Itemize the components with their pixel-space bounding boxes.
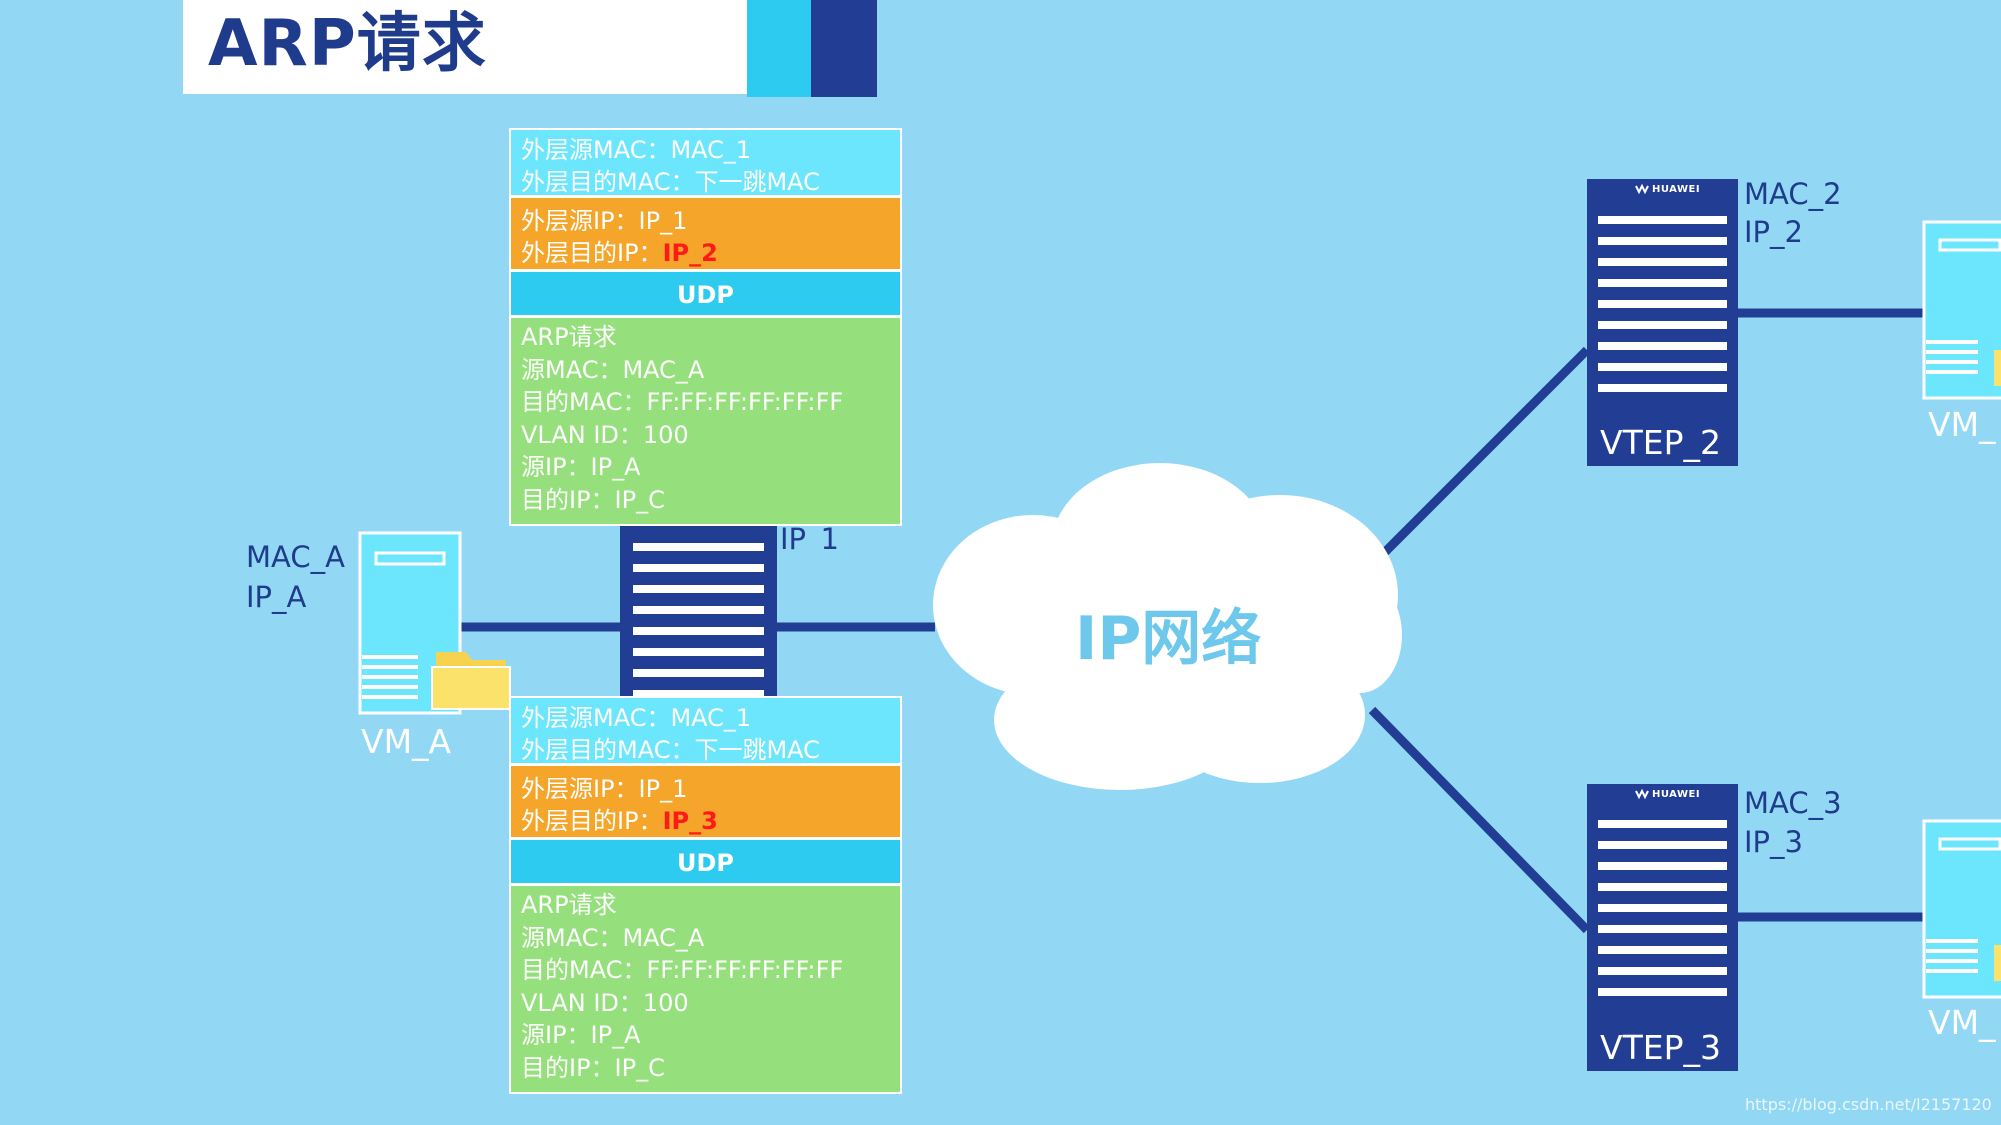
vm-a-mac-label: MAC_A bbox=[246, 540, 345, 574]
vtep-1-ip-label: IP_1 bbox=[780, 524, 839, 552]
outer-dst-ip: 外层目的IP：IP_3 bbox=[521, 805, 890, 837]
vtep-1-switch bbox=[620, 520, 777, 702]
title-accent-cyan bbox=[747, 0, 811, 97]
vtep-3-name-label: VTEP_3 bbox=[1600, 1028, 1721, 1067]
vm-right-top-label: VM_ bbox=[1928, 405, 1996, 444]
arp-payload: ARP请求 源MAC：MAC_A 目的MAC：FF:FF:FF:FF:FF:FF… bbox=[511, 886, 900, 1092]
cloud-label: IP网络 bbox=[1075, 604, 1262, 674]
vm-right-bottom-server bbox=[1922, 819, 2001, 999]
payload-line: 源IP：IP_A bbox=[521, 1021, 641, 1049]
payload-line: 目的IP：IP_C bbox=[521, 1053, 665, 1082]
payload-line: 源IP：IP_A bbox=[521, 453, 641, 481]
packet-to-vtep-3: 外层源MAC：MAC_1 外层目的MAC：下一跳MAC 外层源IP：IP_1 外… bbox=[509, 696, 902, 1094]
payload-line: 目的MAC：FF:FF:FF:FF:FF:FF bbox=[521, 956, 844, 984]
vm-right-top-server bbox=[1922, 220, 2001, 400]
udp-header: UDP bbox=[511, 840, 900, 886]
outer-dst-ip-value: IP_3 bbox=[662, 807, 718, 835]
arp-payload: ARP请求 源MAC：MAC_A 目的MAC：FF:FF:FF:FF:FF:FF… bbox=[511, 318, 900, 524]
huawei-logo-icon bbox=[1635, 183, 1649, 195]
vtep-2-brand-label: HUAWEI bbox=[1652, 184, 1701, 195]
payload-line: ARP请求 bbox=[521, 323, 617, 351]
outer-dst-ip-value: IP_2 bbox=[662, 239, 718, 267]
outer-dst-ip-label: 外层目的IP： bbox=[521, 239, 663, 267]
watermark-url: https://blog.csdn.net/l2157120 bbox=[1745, 1095, 1992, 1114]
payload-line: 目的IP：IP_C bbox=[521, 485, 665, 514]
page-title: ARP请求 bbox=[208, 7, 487, 81]
vm-a-ip-label: IP_A bbox=[246, 580, 307, 614]
outer-dst-ip-label: 外层目的IP： bbox=[521, 807, 663, 835]
packet-to-vtep-2: 外层源MAC：MAC_1 外层目的MAC：下一跳MAC 外层源IP：IP_1 外… bbox=[509, 128, 902, 526]
title-banner bbox=[183, 0, 747, 94]
vm-a-name-label: VM_A bbox=[361, 722, 452, 761]
vm-right-bottom-label: VM_ bbox=[1928, 1003, 1996, 1042]
outer-ip-header: 外层源IP：IP_1 外层目的IP：IP_3 bbox=[511, 766, 900, 840]
outer-dst-ip: 外层目的IP：IP_2 bbox=[521, 237, 890, 269]
payload-line: 源MAC：MAC_A bbox=[521, 923, 705, 952]
outer-mac-header: 外层源MAC：MAC_1 外层目的MAC：下一跳MAC bbox=[511, 130, 900, 198]
vtep-2-name-label: VTEP_2 bbox=[1600, 423, 1721, 462]
link-cloud-to-vtep-2 bbox=[1368, 346, 1591, 569]
vtep-3-brand-label: HUAWEI bbox=[1652, 789, 1701, 800]
vtep-2-mac-label: MAC_2 bbox=[1744, 177, 1842, 211]
payload-line: 源MAC：MAC_A bbox=[521, 355, 705, 384]
vtep-3-switch bbox=[1587, 784, 1738, 1071]
title-accent-navy bbox=[811, 0, 877, 97]
outer-src-mac: 外层源MAC：MAC_1 bbox=[521, 136, 752, 164]
payload-line: VLAN ID：100 bbox=[521, 420, 689, 449]
udp-header: UDP bbox=[511, 272, 900, 318]
vtep-3-ip-label: IP_3 bbox=[1744, 825, 1803, 859]
outer-dst-mac: 外层目的MAC：下一跳MAC bbox=[521, 736, 820, 764]
outer-ip-header: 外层源IP：IP_1 外层目的IP：IP_2 bbox=[511, 198, 900, 272]
link-cloud-to-vtep-3 bbox=[1368, 706, 1591, 934]
payload-line: ARP请求 bbox=[521, 891, 617, 919]
folder-icon bbox=[431, 652, 511, 710]
huawei-logo-icon bbox=[1635, 788, 1649, 800]
payload-line: 目的MAC：FF:FF:FF:FF:FF:FF bbox=[521, 388, 844, 416]
outer-src-ip: 外层源IP：IP_1 bbox=[521, 775, 688, 803]
vtep-3-mac-label: MAC_3 bbox=[1744, 786, 1842, 820]
vtep-2-ip-label: IP_2 bbox=[1744, 215, 1803, 249]
outer-src-mac: 外层源MAC：MAC_1 bbox=[521, 704, 752, 732]
outer-dst-mac: 外层目的MAC：下一跳MAC bbox=[521, 168, 820, 196]
payload-line: VLAN ID：100 bbox=[521, 988, 689, 1017]
outer-mac-header: 外层源MAC：MAC_1 外层目的MAC：下一跳MAC bbox=[511, 698, 900, 766]
ip-network-cloud bbox=[933, 463, 1402, 790]
vtep-2-switch bbox=[1587, 179, 1738, 466]
outer-src-ip: 外层源IP：IP_1 bbox=[521, 207, 688, 235]
